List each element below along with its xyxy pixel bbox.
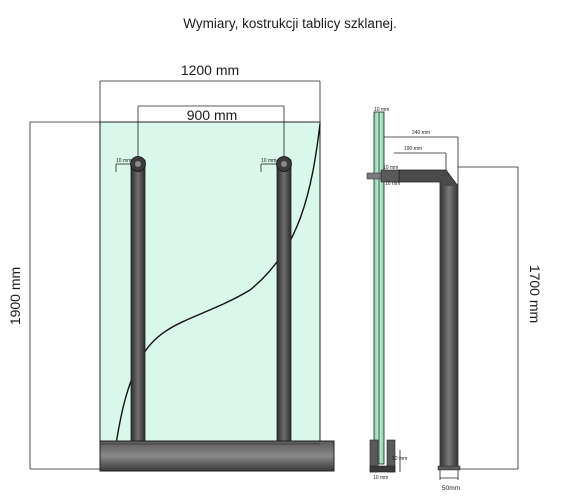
left-post-tag: 10 mm — [116, 158, 131, 164]
side-foot-tag: 10 mm — [392, 456, 407, 462]
left-post-cap-bolt — [135, 161, 141, 167]
right-post-cap-bolt — [281, 161, 287, 167]
side-bracket-tag-2: 10 mm — [385, 181, 400, 187]
side-glass-top-tag: 10 mm — [374, 107, 389, 113]
post-base-label: 50mm — [442, 485, 460, 492]
right-post — [276, 159, 292, 445]
width-label: 1200 mm — [181, 62, 239, 78]
right-post-tag: 10 mm — [261, 158, 276, 164]
side-post-highlight — [441, 186, 457, 466]
height-label: 1900 mm — [7, 267, 23, 325]
arm-inner-label: 190 mm — [404, 146, 422, 152]
left-post — [130, 159, 146, 445]
front-view: 1200 mm 900 mm 1900 mm 10 mm 10 mm — [7, 62, 335, 472]
side-post-base-plate — [437, 465, 461, 471]
side-bracket-tag: 10 mm — [383, 165, 398, 171]
front-base — [99, 440, 335, 472]
arm-length-label: 240 mm — [412, 130, 430, 136]
side-bracket-bolt — [366, 172, 382, 180]
post-spacing-label: 900 mm — [187, 107, 238, 123]
glass-decorative-curve — [115, 123, 321, 445]
side-view: 10 mm 10 mm 10 mm 240 mm 190 mm 1700 mm … — [366, 107, 543, 492]
side-foot-base — [369, 465, 396, 473]
drawing-title: Wymiary, kostrukcji tablicy szklanej. — [183, 16, 396, 31]
post-height-label: 1700 mm — [527, 265, 543, 323]
side-glass-bottom-tag: 10 mm — [373, 475, 388, 481]
